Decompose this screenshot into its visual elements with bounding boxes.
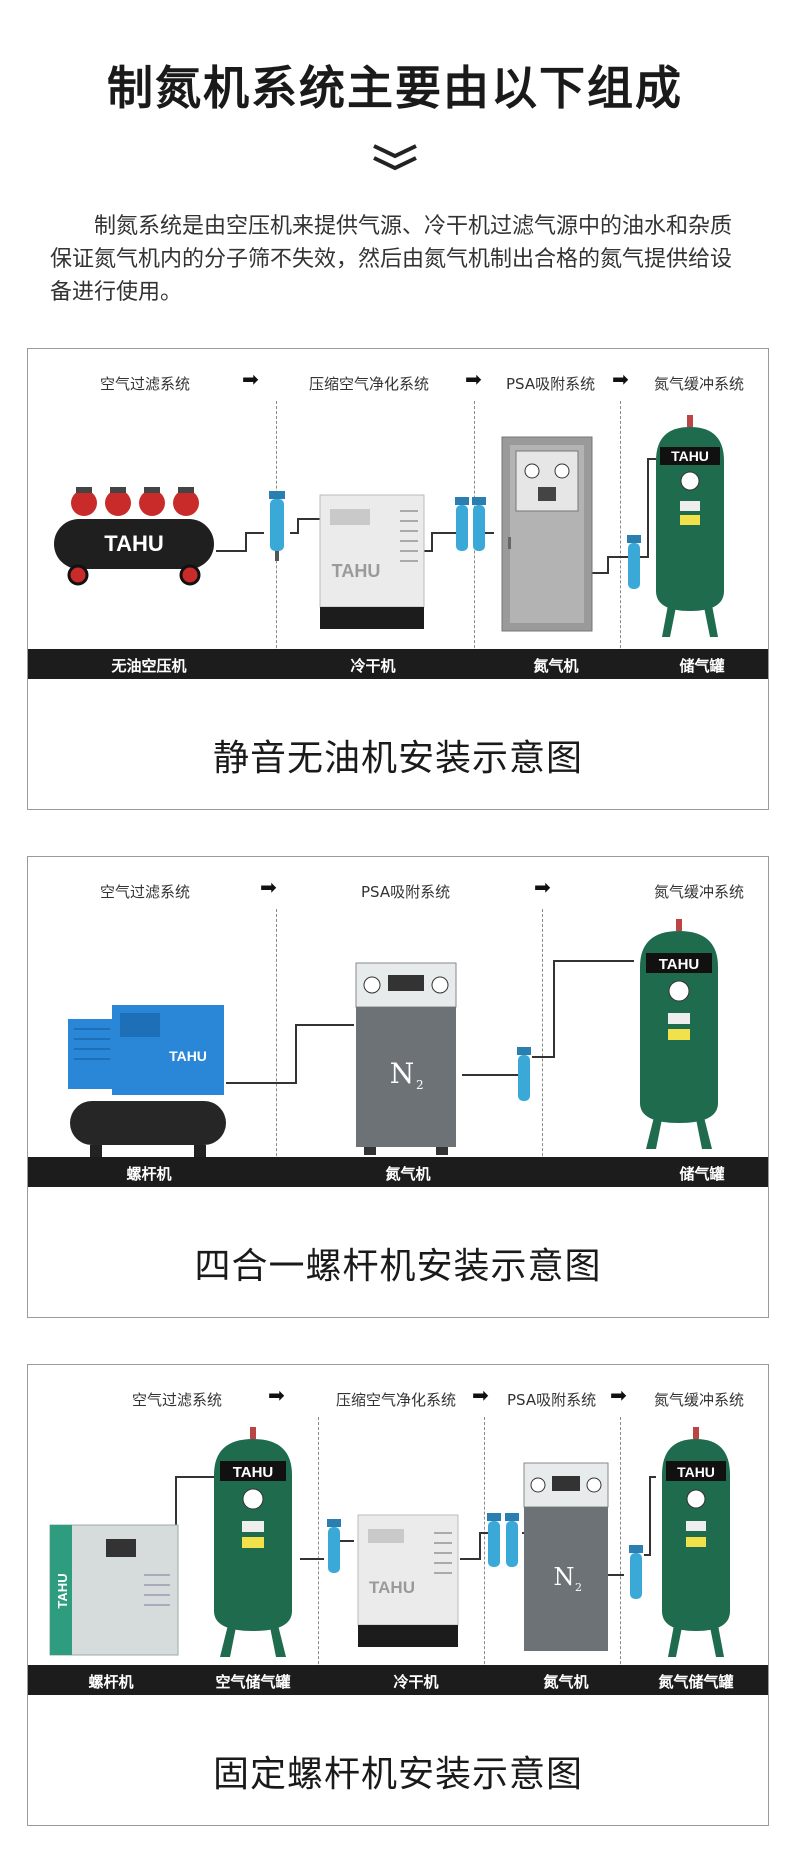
filter-icon (487, 1513, 519, 1567)
right-arrow-icon: ➡ (260, 875, 277, 899)
stage-psa: PSA吸附系统 (506, 375, 596, 393)
stage-psa: PSA吸附系统 (361, 883, 451, 901)
divider (276, 909, 277, 1181)
divider (620, 1417, 621, 1689)
pipe-lines (226, 960, 634, 1084)
gas-tank-icon: TAHU (214, 1427, 292, 1657)
right-arrow-icon: ➡ (472, 1383, 489, 1407)
brand-logo: TAHU (677, 1464, 715, 1480)
equipment-label-bar: 无油空压机 冷干机 氮气机 储气罐 (28, 649, 768, 679)
four-in-one-screw-compressor: TAHU (68, 1005, 226, 1159)
brand-logo: TAHU (55, 1573, 70, 1608)
svg-text:2: 2 (416, 1078, 424, 1092)
psa-nitrogen-generator: N 2 (355, 962, 457, 1155)
pipe-lines (175, 1476, 656, 1576)
stage-air-purify: 压缩空气净化系统 (336, 1391, 457, 1409)
label-screw-compressor: 螺杆机 (126, 1165, 172, 1183)
gas-tank-icon: TAHU (640, 919, 718, 1149)
filter-icon (455, 497, 486, 551)
diagram-panel-four-in-one: 空气过滤系统 ➡ PSA吸附系统 ➡ 氮气缓冲系统 TAHU N 2 T (27, 856, 769, 1318)
psa-nitrogen-generator (501, 436, 593, 632)
filter-icon (327, 1519, 341, 1573)
stage-air-filter: 空气过滤系统 (100, 375, 191, 393)
label-dryer: 冷干机 (350, 657, 396, 675)
divider (318, 1417, 319, 1689)
brand-logo: TAHU (233, 1464, 274, 1481)
svg-text:2: 2 (575, 1581, 582, 1594)
stage-nitrogen-buffer: 氮气缓冲系统 (654, 375, 745, 393)
stage-psa: PSA吸附系统 (507, 1391, 597, 1409)
psa-nitrogen-generator: N 2 (523, 1462, 609, 1651)
right-arrow-icon: ➡ (465, 367, 482, 391)
label-tank: 储气罐 (679, 657, 725, 675)
filter-icon (517, 1047, 531, 1101)
label-nitrogen-tank: 氮气储气罐 (658, 1673, 734, 1691)
page-title: 制氮机系统主要由以下组成 (107, 61, 683, 115)
brand-logo: TAHU (169, 1048, 207, 1064)
right-arrow-icon: ➡ (534, 875, 551, 899)
stage-air-filter: 空气过滤系统 (100, 883, 191, 901)
right-arrow-icon: ➡ (242, 367, 259, 391)
fixed-screw-compressor: TAHU (49, 1524, 179, 1656)
brand-logo: TAHU (659, 956, 700, 973)
label-nitrogen-generator: 氮气机 (533, 657, 579, 675)
intro-paragraph: 制氮系统是由空压机来提供气源、冷干机过滤气源中的油水和杂质保证氮气机内的分子筛不… (50, 214, 733, 305)
right-arrow-icon: ➡ (610, 1383, 627, 1407)
oil-free-compressor: TAHU (54, 487, 214, 586)
diagram-panel-oil-free: 空气过滤系统 ➡ 压缩空气净化系统 ➡ PSA吸附系统 ➡ 氮气缓冲系统 TAH… (27, 348, 769, 810)
refrigerated-dryer: TAHU (357, 1514, 459, 1647)
right-arrow-icon: ➡ (268, 1383, 285, 1407)
filter-icon (629, 1545, 643, 1599)
diagram-caption: 固定螺杆机安装示意图 (212, 1754, 583, 1795)
brand-logo: TAHU (369, 1578, 415, 1597)
equipment-label-bar: 螺杆机 空气储气罐 冷干机 氮气机 氮气储气罐 (28, 1665, 768, 1695)
diagram-panel-fixed-screw: 空气过滤系统 ➡ 压缩空气净化系统 ➡ PSA吸附系统 ➡ 氮气缓冲系统 TAH… (27, 1364, 769, 1826)
stage-air-filter: 空气过滤系统 (132, 1391, 223, 1409)
diagram-caption: 四合一螺杆机安装示意图 (194, 1246, 602, 1287)
stage-nitrogen-buffer: 氮气缓冲系统 (654, 883, 745, 901)
stage-nitrogen-buffer: 氮气缓冲系统 (654, 1391, 745, 1409)
label-nitrogen-generator: 氮气机 (385, 1165, 431, 1183)
divider (542, 909, 543, 1181)
diagram-caption: 静音无油机安装示意图 (212, 738, 583, 779)
pipe-lines (216, 458, 656, 574)
divider (484, 1417, 485, 1689)
stage-air-purify: 压缩空气净化系统 (309, 375, 430, 393)
label-nitrogen-generator: 氮气机 (543, 1673, 589, 1691)
n2-label: N (554, 1563, 575, 1591)
refrigerated-dryer: TAHU (319, 494, 425, 629)
n2-label: N (390, 1057, 415, 1090)
gas-tank-icon: TAHU (656, 415, 724, 637)
divider (620, 401, 621, 673)
gas-tank-icon: TAHU (662, 1427, 730, 1657)
label-tank: 储气罐 (679, 1165, 725, 1183)
label-dryer: 冷干机 (393, 1673, 439, 1691)
filter-icon (627, 535, 641, 589)
double-chevron-down-icon (373, 144, 417, 171)
label-air-tank: 空气储气罐 (215, 1673, 291, 1691)
brand-logo: TAHU (104, 531, 163, 556)
label-screw-compressor: 螺杆机 (88, 1673, 134, 1691)
equipment-label-bar: 螺杆机 氮气机 储气罐 (28, 1157, 768, 1187)
right-arrow-icon: ➡ (612, 367, 629, 391)
label-oil-free-compressor: 无油空压机 (111, 657, 187, 675)
brand-logo: TAHU (671, 448, 709, 464)
filter-icon (269, 491, 285, 561)
brand-logo: TAHU (332, 561, 381, 581)
